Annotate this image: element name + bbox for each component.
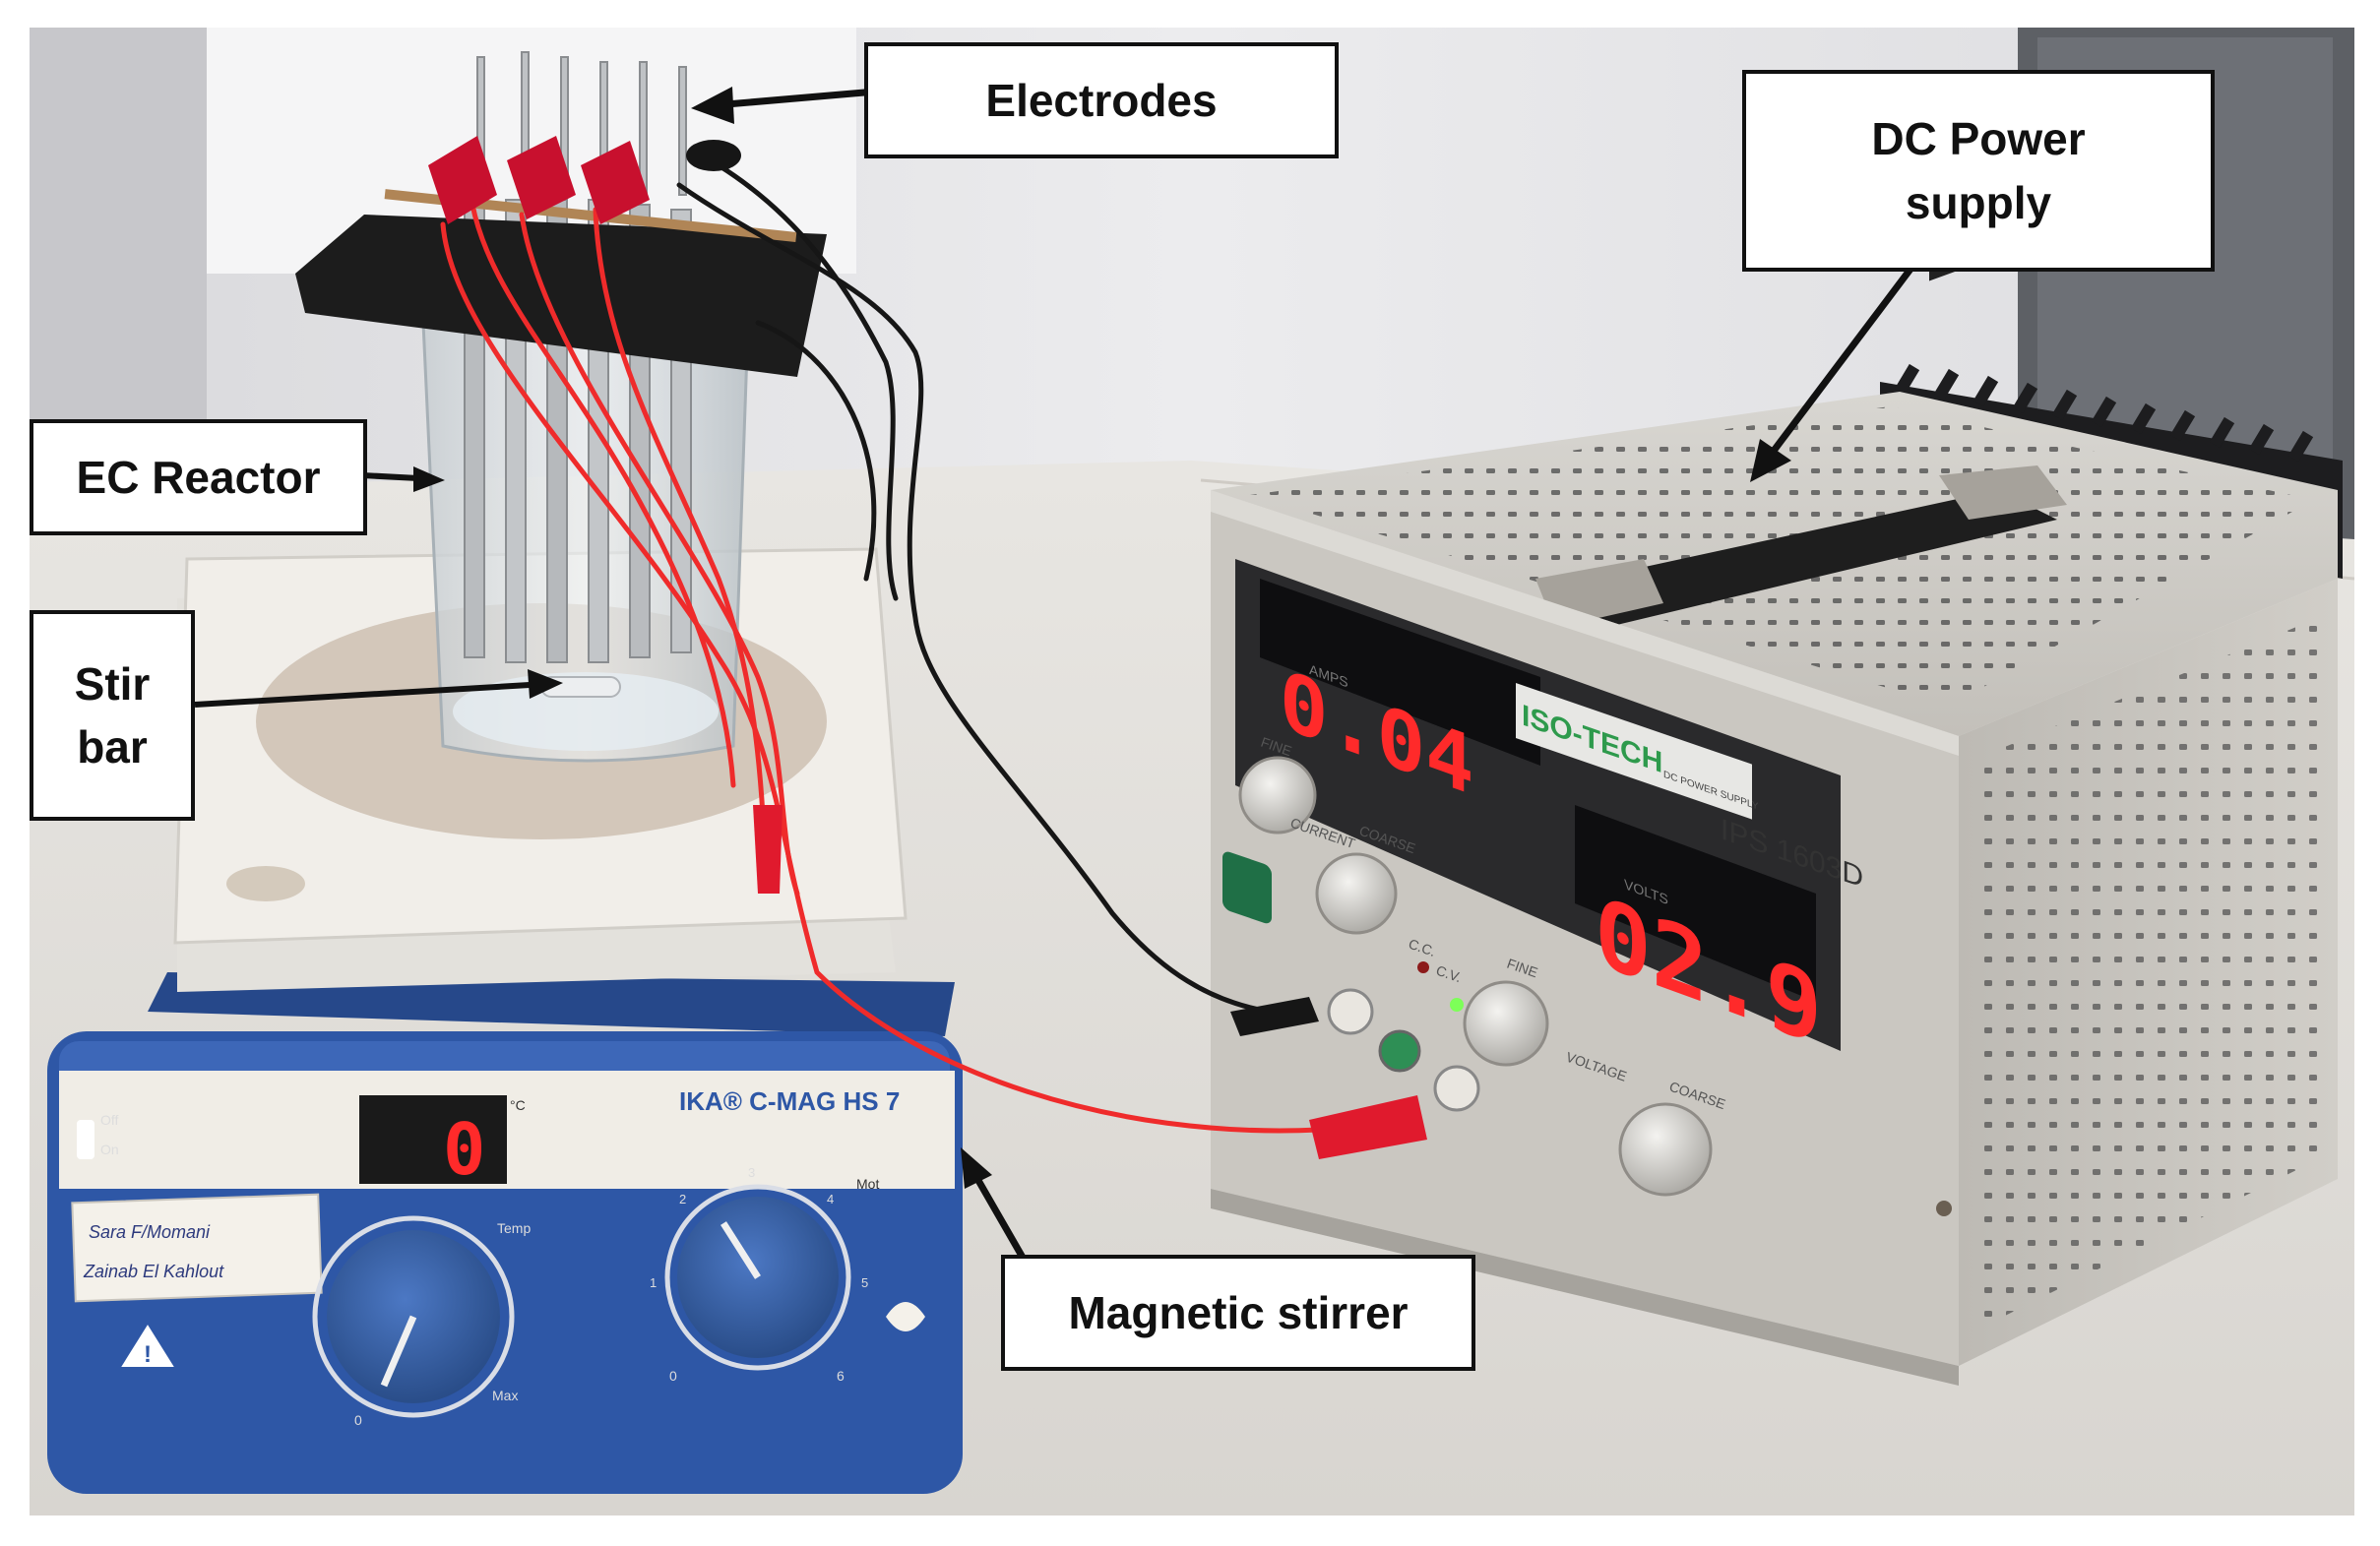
stirrer-power-switch[interactable]: [77, 1120, 94, 1159]
arrow-head-stirrer-icon: [961, 1147, 992, 1189]
mot-max: 6: [837, 1368, 845, 1384]
label-mot: Mot: [856, 1176, 879, 1192]
stain: [226, 866, 305, 901]
alligator-clip-red-1: [428, 136, 497, 224]
reactor-lid: [295, 215, 827, 377]
temp-max: Max: [492, 1388, 518, 1403]
motor-knob[interactable]: [664, 1184, 851, 1371]
temp-knob[interactable]: [312, 1215, 515, 1418]
alligator-clip-red-2: [507, 136, 576, 219]
junction-clip-red: [753, 805, 783, 894]
power-switch[interactable]: [1222, 849, 1272, 925]
label-electrodes: Electrodes: [864, 42, 1339, 158]
lab-setup-photo: AMPS 0.04 VOLTS 02.9 ISO-TECH DC POWER S…: [30, 28, 2354, 1515]
arrow-head-reactor-icon: [413, 466, 445, 492]
label-on: On: [100, 1142, 119, 1157]
stirrer-display: [359, 1095, 507, 1184]
handwritten-name-label: Sara F/Momani Zainab El Kahlout: [71, 1193, 323, 1303]
mot-tick-1: 1: [650, 1275, 657, 1290]
mot-tick-2: 2: [679, 1192, 686, 1206]
cv-indicator-icon: [1450, 998, 1464, 1012]
psu-clip-red: [1309, 1095, 1427, 1159]
side-vents: [1983, 618, 2318, 1327]
mot-min: 0: [669, 1368, 677, 1384]
alligator-clip-black: [686, 140, 741, 171]
screw-icon: [1936, 1201, 1952, 1216]
mot-tick-3: 3: [748, 1165, 755, 1180]
hot-surface-icon: [886, 1302, 925, 1331]
wiring: [440, 162, 1322, 1134]
alligator-clip-red-3: [581, 141, 650, 224]
wooden-rod: [384, 189, 797, 242]
photo-frame: AMPS 0.04 VOLTS 02.9 ISO-TECH DC POWER S…: [30, 28, 2354, 1515]
stirrer-display-unit: °C: [510, 1097, 526, 1113]
arrow-head-electrodes-icon: [691, 87, 734, 124]
cc-indicator-icon: [1417, 961, 1429, 973]
label-off: Off: [100, 1112, 119, 1128]
mot-tick-5: 5: [861, 1275, 868, 1290]
handwritten-line-1: Sara F/Momani: [89, 1222, 211, 1242]
warning-triangle-icon: [121, 1325, 174, 1367]
svg-text:!: !: [144, 1341, 152, 1368]
label-magnetic-stirrer: Magnetic stirrer: [1001, 1255, 1475, 1371]
label-ec-reactor: EC Reactor: [30, 419, 367, 535]
temp-min: 0: [354, 1412, 362, 1428]
psu-clip-black: [1230, 997, 1319, 1036]
arrow-head-stirbar-icon: [528, 669, 563, 699]
terminal-ground[interactable]: [1378, 1029, 1421, 1073]
terminal-black[interactable]: [1327, 988, 1374, 1035]
arrow-head-power-icon: [1750, 439, 1791, 482]
stirrer-brand: IKA® C-MAG HS 7: [679, 1086, 900, 1116]
terminal-red[interactable]: [1433, 1065, 1480, 1112]
dc-power-supply: AMPS 0.04 VOLTS 02.9 ISO-TECH DC POWER S…: [1211, 169, 2343, 1386]
label-stir-bar: Stir bar: [30, 610, 195, 821]
callout-arrows: [194, 87, 1917, 1265]
knob-voltage-coarse[interactable]: COARSE: [1618, 1079, 1727, 1197]
label-cv: C.V.: [1434, 962, 1464, 986]
mot-tick-4: 4: [827, 1192, 834, 1206]
handwritten-line-2: Zainab El Kahlout: [83, 1262, 224, 1281]
stirrer-display-value: 0: [443, 1108, 485, 1191]
label-temp: Temp: [497, 1220, 531, 1236]
label-dc-power-supply: DC Power supply: [1742, 70, 2215, 272]
